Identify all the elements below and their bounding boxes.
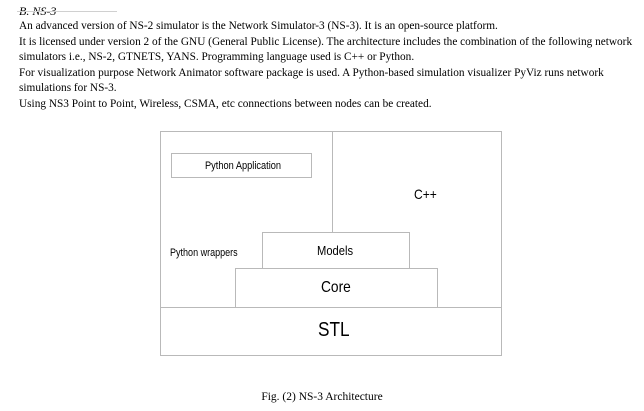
body-text: An advanced version of NS-2 simulator is… bbox=[19, 19, 635, 113]
paragraph-1: An advanced version of NS-2 simulator is… bbox=[19, 20, 498, 32]
paragraph-4: Using NS3 Point to Point, Wireless, CSMA… bbox=[19, 97, 432, 110]
python-wrappers-label: Python wrappers bbox=[170, 247, 238, 259]
core-box bbox=[235, 268, 438, 308]
python-cpp-divider bbox=[332, 131, 333, 232]
cpp-label: C++ bbox=[414, 186, 437, 202]
core-label: Core bbox=[321, 279, 351, 296]
stl-label: STL bbox=[318, 319, 350, 341]
heading-underline bbox=[17, 11, 117, 12]
models-label: Models bbox=[317, 243, 354, 258]
paragraph-3: For visualization purpose Network Animat… bbox=[19, 66, 604, 95]
figure-caption: Fig. (2) NS-3 Architecture bbox=[261, 391, 383, 403]
python-application-label: Python Application bbox=[205, 160, 282, 172]
python-application-box bbox=[171, 153, 312, 178]
paragraph-2: It is licensed under version 2 of the GN… bbox=[19, 35, 633, 64]
